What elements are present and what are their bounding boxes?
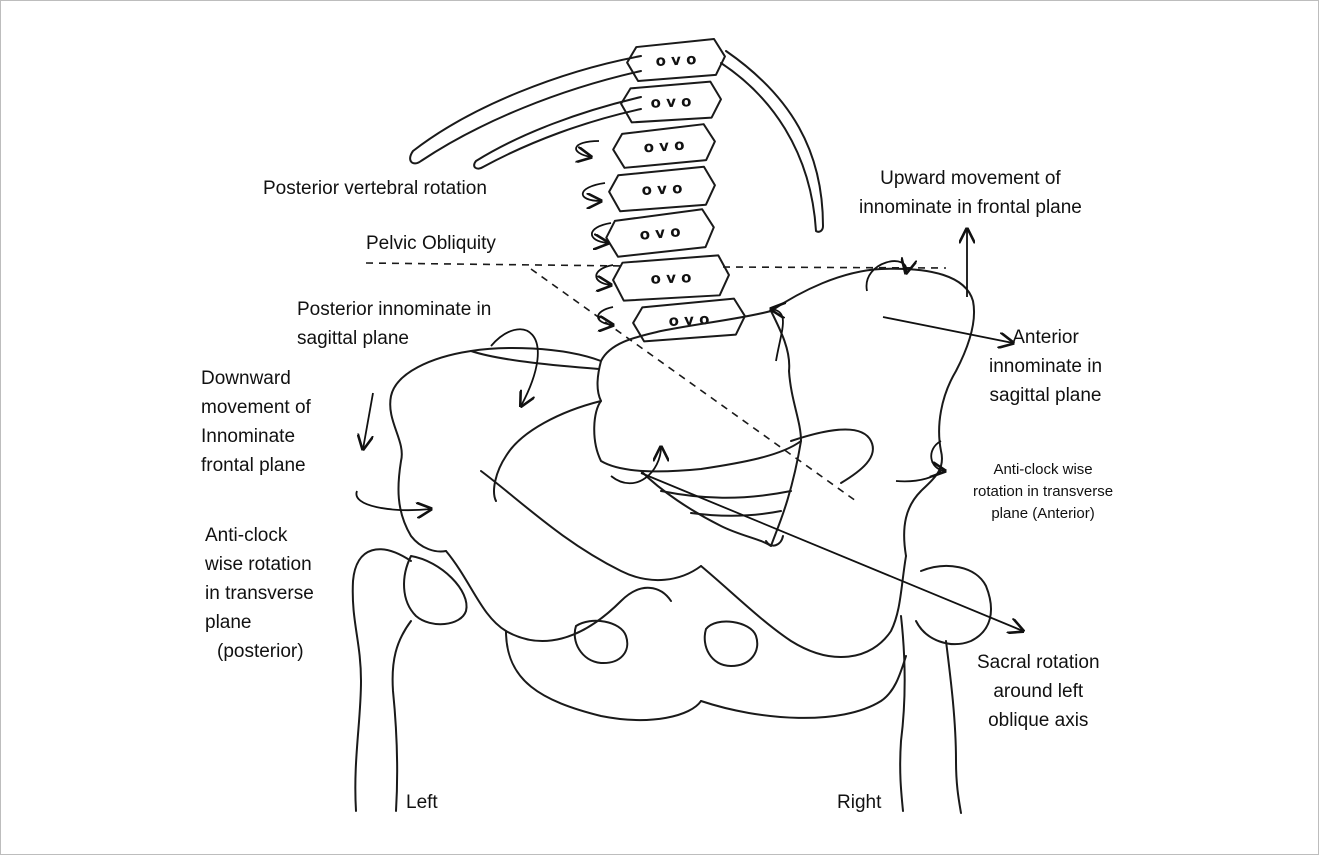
vertebra: o v o xyxy=(612,123,716,168)
label-sacral-rotation: Sacral rotation around left oblique axis xyxy=(977,648,1100,735)
label-anticlock-anterior: Anti-clock wise rotation in transverse p… xyxy=(973,459,1113,525)
label-left: Left xyxy=(406,788,438,817)
label-pelvic-obliquity: Pelvic Obliquity xyxy=(366,229,496,258)
label-downward-movement: Downward movement of Innominate frontal … xyxy=(201,364,311,480)
label-right: Right xyxy=(837,788,881,817)
label-posterior-innominate: Posterior innominate in sagittal plane xyxy=(297,295,491,353)
vertebra: o v o xyxy=(626,38,726,81)
vertebra-glyph: o v o xyxy=(668,310,710,330)
label-anterior-innominate: Anterior innominate in sagittal plane xyxy=(989,323,1102,410)
label-anticlock-posterior: Anti-clock wise rotation in transverse p… xyxy=(205,521,314,666)
vertebra-glyph: o v o xyxy=(641,179,683,199)
vertebra: o v o xyxy=(612,255,729,301)
femur-left xyxy=(353,549,467,811)
vertebra-glyph: o v o xyxy=(639,222,681,243)
vertebra: o v o xyxy=(608,166,716,211)
label-upward-movement: Upward movement of innominate in frontal… xyxy=(859,164,1082,222)
vertebra-glyph: o v o xyxy=(655,50,697,70)
label-posterior-vertebral-rotation: Posterior vertebral rotation xyxy=(263,174,487,203)
vertebra-glyph: o v o xyxy=(650,268,691,287)
vertebra-glyph: o v o xyxy=(650,92,691,111)
vertebra-glyph: o v o xyxy=(643,136,685,157)
vertebra: o v o xyxy=(620,81,721,122)
vertebra: o v o xyxy=(605,208,716,257)
vertebral-column: o v o o v o o v o o v o o v o o v o o v o xyxy=(605,38,746,341)
